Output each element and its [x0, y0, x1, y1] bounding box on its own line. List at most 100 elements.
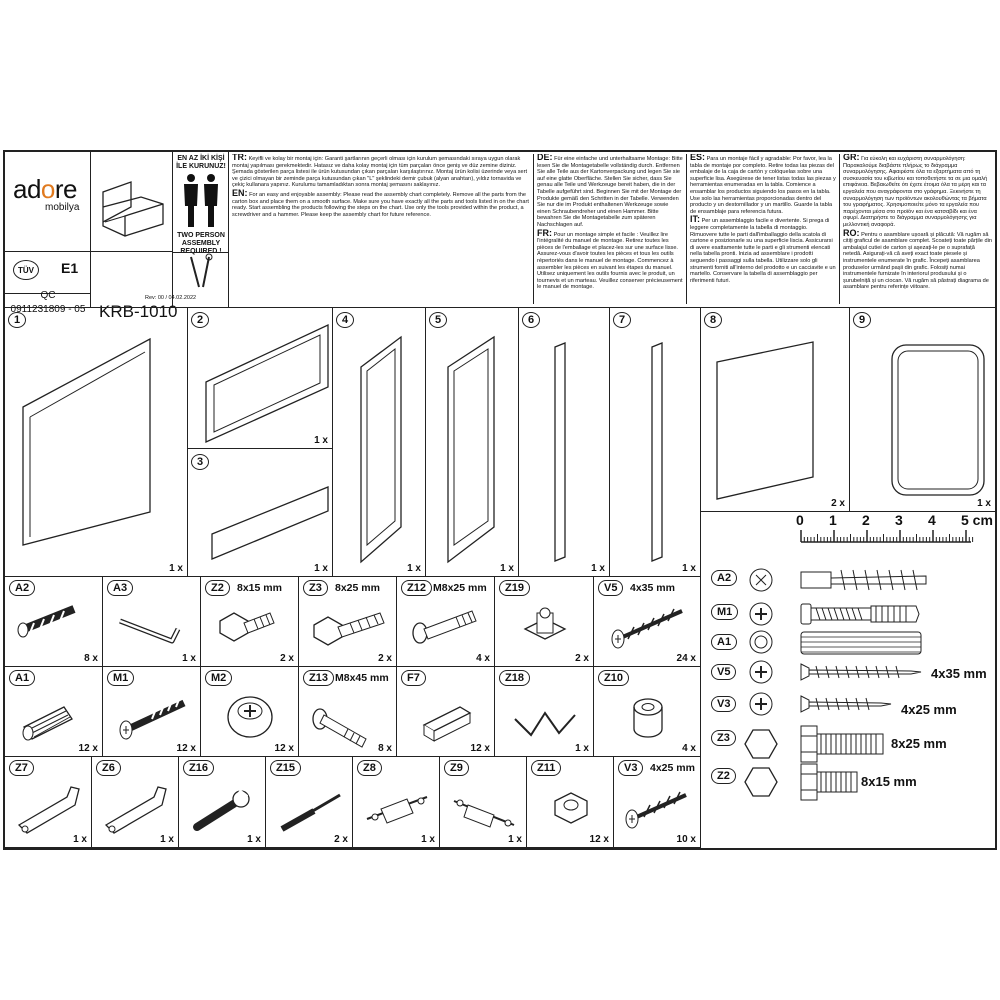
scale-item-a2: A2: [701, 564, 995, 604]
quantity: 1 x: [977, 498, 991, 509]
part-id: Z2: [205, 580, 230, 596]
quantity: 12 x: [470, 743, 490, 754]
instructions-es-it: ES: Para un montaje fácil y agradable: P…: [687, 154, 840, 304]
panel-8-drawing: [716, 341, 814, 500]
qc-code: 0911231809 - 05: [10, 304, 86, 315]
a1-actual-size-icon: [749, 630, 922, 655]
panel-part-2: 2 1 x: [188, 307, 333, 449]
part-id: Z2: [711, 768, 736, 784]
quantity: 2 x: [378, 653, 392, 664]
scale-item-v3: V3 4x25 mm: [701, 690, 995, 730]
panel-7-drawing: [651, 342, 663, 562]
part-id: 7: [613, 312, 632, 328]
hardware-part-z19: Z19 2 x: [495, 577, 594, 667]
part-id: M1: [711, 604, 739, 620]
part-id: Z19: [499, 580, 530, 596]
m1-icon: [119, 696, 186, 740]
tools-icon: [190, 253, 213, 288]
warning-text-en: TWO PERSON ASSEMBLY REQUIRED !: [177, 232, 225, 255]
quantity: 8 x: [378, 743, 392, 754]
z11-icon: [554, 792, 588, 824]
part-id: M1: [107, 670, 135, 686]
e1-icon: E1: [61, 260, 79, 276]
part-id: 2: [191, 312, 210, 328]
quantity: 1 x: [247, 834, 261, 845]
part-id: Z13: [303, 670, 334, 686]
v5-icon: [611, 608, 683, 649]
z7-icon: [17, 786, 80, 834]
scale-item-m1: M1: [701, 598, 995, 638]
part-id: A2: [9, 580, 36, 596]
product-thumbnail: [91, 152, 173, 252]
quantity: 2 x: [334, 834, 348, 845]
quantity: 1 x: [182, 653, 196, 664]
quantity: 12 x: [274, 743, 294, 754]
part-id: Z3: [711, 730, 736, 746]
a1-icon: [22, 706, 73, 741]
part-id: A3: [107, 580, 134, 596]
part-spec: M8x25 mm: [433, 582, 487, 594]
part-spec: 4x35 mm: [931, 666, 987, 681]
quantity: 1 x: [591, 563, 605, 574]
part-id: V5: [711, 664, 737, 680]
hardware-part-a3: A3 1 x: [103, 577, 201, 667]
quantity: 1 x: [73, 834, 87, 845]
part-id: V3: [711, 696, 737, 712]
ruler-number: 2: [862, 512, 870, 528]
part-id: Z3: [303, 580, 328, 596]
panel-4-drawing: [360, 335, 402, 564]
quantity: 2 x: [575, 653, 589, 664]
ruler: [800, 530, 974, 543]
part-id: Z15: [270, 760, 301, 776]
part-id: 6: [522, 312, 541, 328]
part-id: 8: [704, 312, 723, 328]
ruler-number: 4: [928, 512, 936, 528]
hardware-part-f7: F7 12 x: [397, 667, 495, 757]
panel-part-4: 4 1 x: [333, 307, 426, 577]
quantity: 24 x: [676, 653, 696, 664]
a2-icon: [17, 605, 76, 638]
quantity: 10 x: [676, 834, 696, 845]
part-spec: 4x25 mm: [901, 702, 957, 717]
brand-box: adore mobilya: [5, 152, 91, 252]
panel-3-drawing: [211, 486, 329, 560]
part-id: 5: [429, 312, 448, 328]
part-id: V5: [598, 580, 624, 596]
part-id: A1: [9, 670, 36, 686]
v3-actual-size-icon: [749, 692, 892, 716]
model-number: KRB-1010: [99, 302, 178, 321]
part-id: A1: [711, 634, 738, 650]
z10-icon: [632, 698, 663, 738]
ruler-number: 0: [796, 512, 804, 528]
part-id: F7: [401, 670, 426, 686]
part-id: 3: [191, 454, 210, 470]
quantity: 4 x: [682, 743, 696, 754]
part-spec: 4x25 mm: [650, 762, 695, 774]
part-spec: 8x15 mm: [237, 582, 282, 594]
part-spec: 8x25 mm: [891, 736, 947, 751]
z15-icon: [280, 793, 341, 832]
part-id: Z7: [9, 760, 34, 776]
part-id: Z9: [444, 760, 469, 776]
tuv-icon: TÜV: [13, 260, 39, 280]
part-id: 9: [853, 312, 872, 328]
panel-5-drawing: [447, 335, 495, 564]
part-id: V3: [618, 760, 644, 776]
panel-1-drawing: [22, 337, 151, 546]
quantity: 1 x: [407, 563, 421, 574]
quantity: 1 x: [160, 834, 174, 845]
z9-icon: [453, 799, 515, 828]
part-id: Z11: [531, 760, 562, 776]
ruler-number: 3: [895, 512, 903, 528]
part-id: Z18: [499, 670, 530, 686]
bed-icon: [102, 181, 164, 237]
